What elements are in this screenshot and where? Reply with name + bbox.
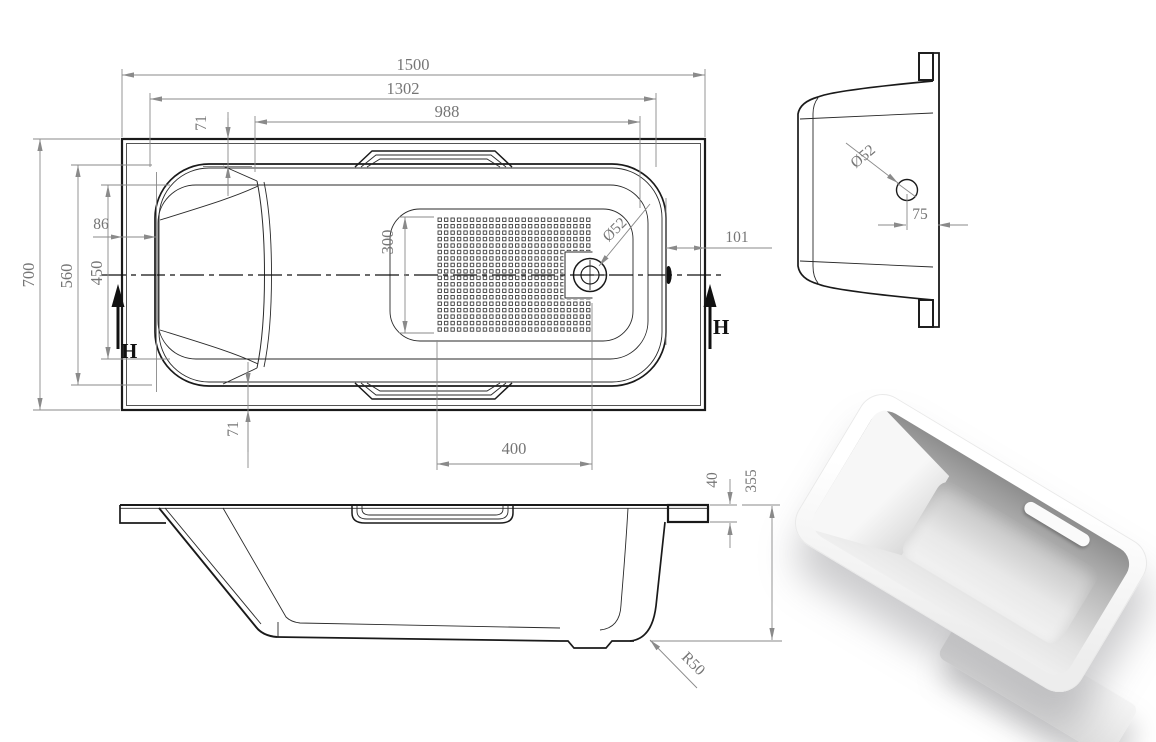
- dim-floor-length: 988: [435, 102, 460, 121]
- handle-top-outer: [354, 150, 513, 168]
- foot-wall-inner: [599, 507, 629, 631]
- lip-contour-top: [799, 112, 934, 120]
- rim-tab-top: [918, 52, 934, 81]
- rim-plate: [918, 52, 940, 328]
- dim-overall-length: 1500: [397, 55, 430, 74]
- handle-bottom-outer: [354, 382, 513, 400]
- side-dimensions: 40 355 R50: [649, 469, 782, 689]
- drain-diameter-line: [896, 182, 917, 198]
- lip-outline: [157, 184, 649, 360]
- head-slope-offset: [164, 507, 262, 625]
- lip-contour-bottom: [799, 260, 934, 268]
- plan-dimensions: 1500 1302 988 71 700 56: [19, 55, 772, 470]
- dim-inner-length: 1302: [387, 79, 420, 98]
- handle-top-mid: [360, 154, 507, 168]
- handle-top-inner: [366, 158, 501, 168]
- body-outline: [797, 80, 934, 301]
- handle-bottom-mid: [360, 382, 507, 396]
- shoulder-contour-top: [159, 185, 259, 221]
- section-dimensions: Ø52 75: [845, 141, 968, 230]
- dim-overall-height: 355: [743, 469, 760, 493]
- section-label-right: H: [713, 315, 729, 339]
- bottom-edge: [276, 636, 634, 649]
- tub-floor: [898, 477, 1102, 648]
- head-slope-outer: [158, 507, 278, 638]
- dim-head-clearance: 86: [93, 216, 109, 233]
- side-handle-inner: [361, 506, 504, 516]
- dim-rim-band-bottom: 71: [225, 421, 242, 437]
- dim-drain-offset: 75: [912, 206, 928, 223]
- dim-lip-width: 450: [87, 261, 106, 286]
- right-flange: [666, 503, 710, 524]
- 3d-render: [785, 362, 1156, 742]
- body-inner-line: [812, 97, 819, 284]
- dim-overall-width: 700: [19, 263, 38, 288]
- side-handle-mid: [356, 506, 509, 520]
- shoulder-contour-bottom: [159, 329, 259, 365]
- dim-basin-width: 560: [57, 264, 76, 289]
- section-view: Ø52 75: [797, 52, 968, 328]
- section-marker-right: H: [703, 284, 729, 349]
- dim-rim-band-top: 71: [193, 115, 210, 131]
- section-marker-left: H: [111, 284, 137, 363]
- dim-rim-height: 40: [704, 472, 721, 488]
- dim-pad-width: 400: [502, 439, 527, 458]
- plan-view: H H 1500 1302 988: [19, 55, 772, 470]
- section-label-left: H: [121, 339, 137, 363]
- left-flange: [119, 505, 166, 524]
- dim-pad-height: 300: [378, 230, 397, 255]
- tub-basin: [806, 404, 1136, 682]
- foot-wall-outer: [629, 521, 666, 642]
- handle-bottom-inner: [366, 382, 501, 392]
- side-handle-outer: [351, 506, 514, 524]
- dim-section-drain: Ø52: [847, 141, 878, 171]
- dim-corner-radius: R50: [678, 649, 708, 679]
- head-slope-inner: [222, 507, 561, 629]
- rim-tab-bottom: [918, 299, 934, 328]
- backrest-blend-bottom: [222, 367, 258, 385]
- side-view: 40 355 R50: [119, 469, 782, 689]
- dim-foot-clearance: 101: [725, 229, 748, 246]
